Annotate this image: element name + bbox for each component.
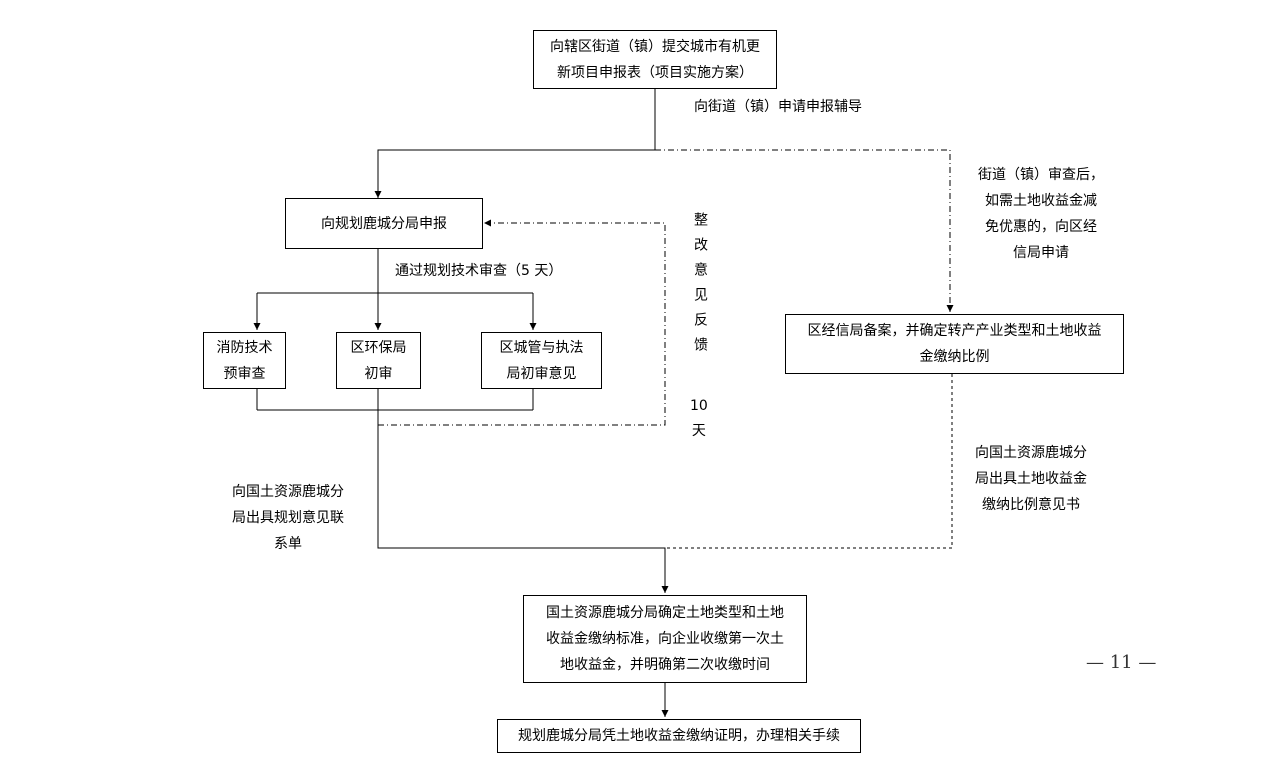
- box-env-review: 区环保局初审: [336, 332, 421, 389]
- label-tech-review: 通过规划技术审查（5 天）: [395, 263, 563, 279]
- box-urban-review: 区城管与执法局初审意见: [481, 332, 602, 389]
- line-env-down: [377, 389, 669, 593]
- box-planning-bureau: 向规划鹿城分局申报: [285, 198, 483, 249]
- box-fire-review: 消防技术预审查: [203, 332, 286, 389]
- line-econ-down: [665, 374, 953, 549]
- box-submit-application: 向辖区街道（镇）提交城市有机更新项目申报表（项目实施方案）: [533, 30, 777, 89]
- label-feedback-days: 10 天: [690, 398, 708, 439]
- line-feedback: [378, 219, 666, 426]
- box-certificate: 规划鹿城分局凭土地收益金缴纳证明，办理相关手续: [497, 719, 861, 753]
- line-to-planning: [374, 149, 655, 198]
- page-number: — 11 —: [1086, 652, 1157, 673]
- label-planning-opinion: 向国土资源鹿城分 局出具规划意见联 系单: [232, 484, 344, 552]
- line-to-econ: [655, 149, 954, 312]
- label-land-opinion: 向国土资源鹿城分 局出具土地收益金 缴纳比例意见书: [975, 445, 1087, 513]
- label-street-guidance: 向街道（镇）申请申报辅导: [694, 99, 862, 115]
- box-econ-bureau: 区经信局备案，并确定转产产业类型和土地收益金缴纳比例: [785, 314, 1124, 374]
- label-street-review: 街道（镇）审查后， 如需土地收益金减 免优惠的，向区经 信局申请: [978, 167, 1104, 261]
- box-land-bureau: 国土资源鹿城分局确定土地类型和土地收益金缴纳标准，向企业收缴第一次土地收益金，并…: [523, 595, 807, 683]
- label-feedback: 整改意见反馈: [692, 212, 708, 362]
